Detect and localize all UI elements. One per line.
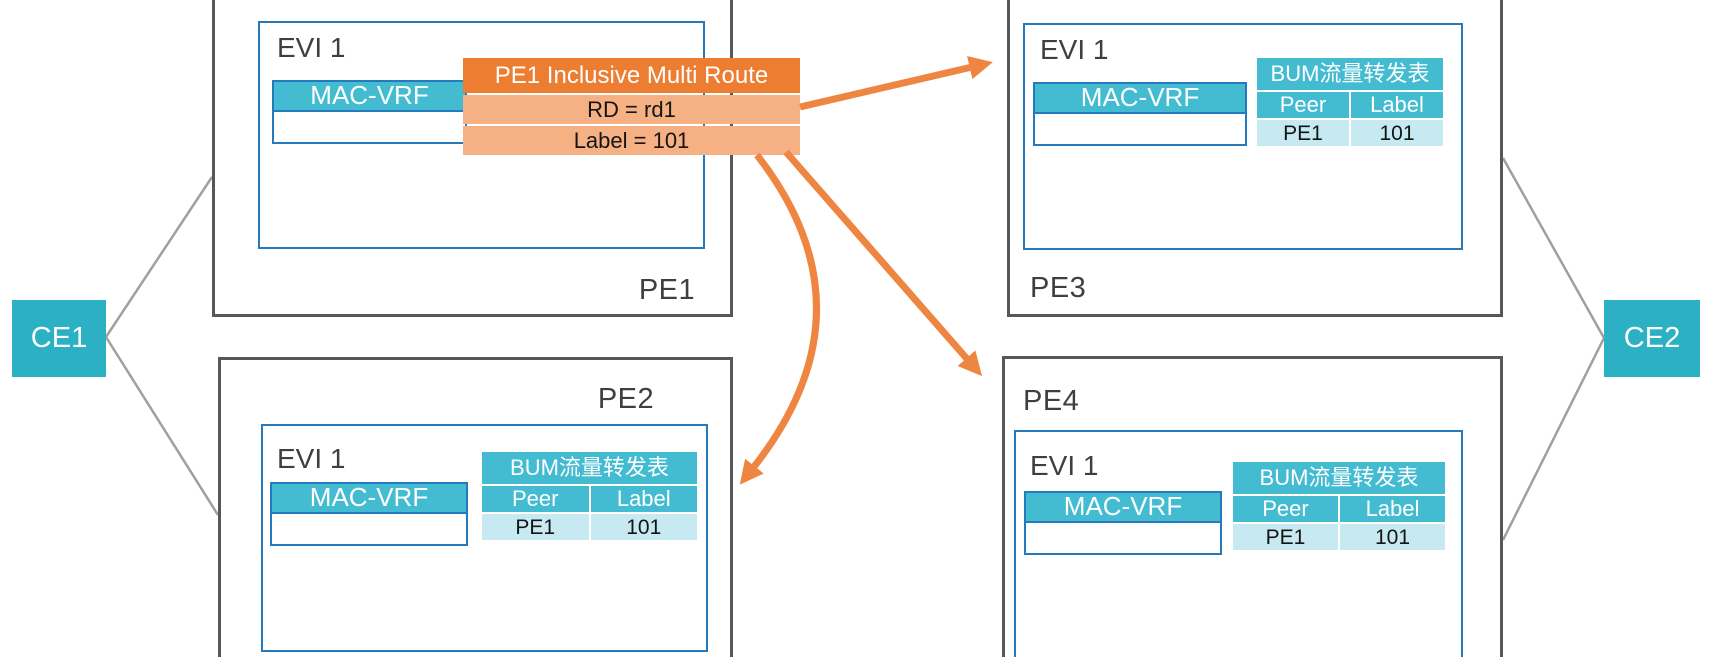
arrow-route-to-pe4 [783, 149, 983, 377]
pe3-mac-vrf-empty-row [1033, 112, 1247, 146]
pe1-mac-vrf-empty-row [272, 110, 467, 144]
pe3-bum-table: BUM流量转发表 Peer Label PE1 101 [1257, 58, 1443, 146]
pe3-bum-title: BUM流量转发表 [1257, 58, 1443, 90]
pe1-mac-vrf-header: MAC-VRF [272, 80, 467, 112]
pe2-label: PE2 [597, 383, 655, 415]
pe4-bum-col-label: Label [1340, 496, 1445, 522]
pe4-mac-vrf-table: MAC-VRF [1024, 491, 1222, 555]
link-ce1-pe2 [104, 336, 220, 516]
link-ce2-pe3 [1501, 157, 1606, 339]
arrow-route-to-pe3 [799, 55, 993, 111]
ce2-node: CE2 [1604, 300, 1700, 377]
link-ce1-pe1 [104, 176, 214, 338]
pe2-bum-col-peer: Peer [482, 486, 589, 512]
pe3-mac-vrf-header: MAC-VRF [1033, 82, 1247, 114]
route-callout: PE1 Inclusive Multi Route RD = rd1 Label… [463, 58, 800, 157]
pe2-mac-vrf-header: MAC-VRF [270, 482, 468, 514]
pe3-bum-cell-peer: PE1 [1257, 120, 1349, 146]
pe2-bum-cell-peer: PE1 [482, 514, 589, 540]
pe2-bum-table: BUM流量转发表 Peer Label PE1 101 [482, 452, 697, 540]
pe2-mac-vrf-table: MAC-VRF [270, 482, 468, 546]
link-ce2-pe4 [1501, 337, 1606, 541]
pe4-label: PE4 [1023, 385, 1080, 417]
ce1-node: CE1 [12, 300, 106, 377]
pe3-label: PE3 [1030, 272, 1087, 304]
pe4-mac-vrf-empty-row [1024, 521, 1222, 555]
route-callout-title: PE1 Inclusive Multi Route [463, 58, 800, 93]
pe3-evi-label: EVI 1 [1040, 34, 1109, 65]
pe4-bum-col-peer: Peer [1233, 496, 1338, 522]
pe1-label: PE1 [638, 274, 696, 306]
pe1-evi-label: EVI 1 [277, 32, 346, 63]
pe3-bum-col-label: Label [1351, 92, 1443, 118]
pe3-mac-vrf-table: MAC-VRF [1033, 82, 1247, 146]
pe2-bum-cell-label: 101 [590, 514, 697, 540]
pe4-mac-vrf-header: MAC-VRF [1024, 491, 1222, 523]
pe4-bum-title: BUM流量转发表 [1233, 462, 1445, 494]
pe2-mac-vrf-empty-row [270, 512, 468, 546]
pe3-bum-col-peer: Peer [1257, 92, 1349, 118]
route-callout-label: Label = 101 [463, 126, 800, 155]
pe4-bum-cell-peer: PE1 [1233, 524, 1338, 550]
pe3-bum-cell-label: 101 [1351, 120, 1443, 146]
pe4-bum-cell-label: 101 [1340, 524, 1445, 550]
pe4-evi-label: EVI 1 [1030, 450, 1099, 481]
pe2-bum-col-label: Label [590, 486, 697, 512]
arrow-route-to-pe2 [739, 152, 820, 485]
pe4-bum-table: BUM流量转发表 Peer Label PE1 101 [1233, 462, 1445, 550]
pe2-evi-label: EVI 1 [277, 443, 346, 474]
route-callout-rd: RD = rd1 [463, 95, 800, 124]
pe2-bum-title: BUM流量转发表 [482, 452, 697, 484]
pe1-mac-vrf-table: MAC-VRF [272, 80, 467, 144]
